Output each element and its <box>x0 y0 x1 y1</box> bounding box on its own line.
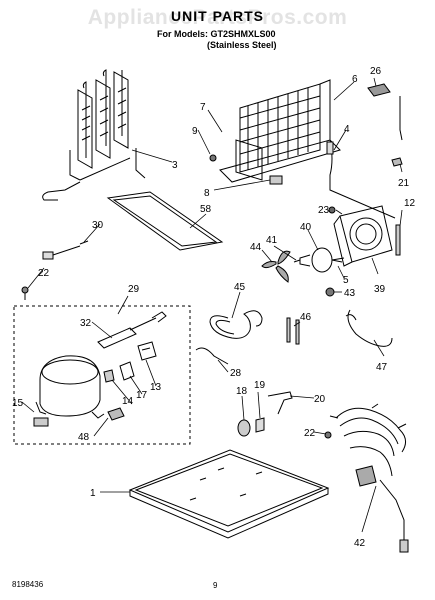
overload-13 <box>103 369 115 383</box>
clip-12 <box>137 341 157 361</box>
watermark-text: AppliancePartsPros.com <box>87 6 348 29</box>
callout-19: 21 <box>398 178 410 189</box>
diagram-title: UNIT PARTS <box>171 8 264 24</box>
pin-45 <box>286 317 300 345</box>
callout-46: 45 <box>234 282 246 293</box>
callout-58: 58 <box>200 204 212 215</box>
callout-15: 17 <box>136 390 148 401</box>
callout-8: 8 <box>204 188 210 199</box>
tube-46 <box>209 310 263 339</box>
grommet-17 <box>237 419 251 437</box>
motor-shaft-43 <box>293 259 301 263</box>
base-plate <box>128 449 330 539</box>
callout-17: 18 <box>236 386 248 397</box>
drain-pan <box>106 191 224 251</box>
wiring-harness <box>329 403 409 553</box>
callout-30: 30 <box>92 220 104 231</box>
callout-9: 9 <box>192 126 198 137</box>
callout-41: 43 <box>344 288 356 299</box>
hose-47 <box>345 309 393 347</box>
fan-motor <box>299 247 345 273</box>
screw-20 <box>21 286 29 300</box>
callout-10: 12 <box>404 198 416 209</box>
bolt-18 <box>255 417 265 433</box>
callout-47: 47 <box>376 362 388 373</box>
callout-28: 29 <box>128 284 140 295</box>
cover-15 <box>119 361 135 381</box>
callout-6: 5 <box>343 275 349 286</box>
callout-18: 19 <box>254 380 266 391</box>
callout-7: 7 <box>200 102 206 113</box>
variant-line: (Stainless Steel) <box>207 40 277 50</box>
callout-20: 22 <box>38 268 50 279</box>
screw-9 <box>209 154 217 162</box>
evaporator-coil <box>219 79 341 183</box>
sensor-4 <box>326 139 396 219</box>
models-line: For Models: GT2SHMXLS00 <box>157 29 276 39</box>
callout-44: 44 <box>250 242 262 253</box>
callout-22: 26 <box>370 66 382 77</box>
thermistor-22 <box>367 83 403 141</box>
relay-29 <box>97 311 167 349</box>
connector-19 <box>391 157 403 167</box>
callout-42: 42 <box>354 538 366 549</box>
callout-39: 39 <box>374 284 386 295</box>
clip-6 <box>331 259 343 263</box>
wire-connector <box>42 240 89 260</box>
hose-26 <box>195 347 229 365</box>
callout-45: 46 <box>300 312 312 323</box>
callout-5: 6 <box>352 74 358 85</box>
leader-lines <box>21 77 403 533</box>
callout-14: 15 <box>12 398 24 409</box>
callout-12: 13 <box>150 382 162 393</box>
callout-48: 20 <box>314 394 326 405</box>
heater-10 <box>395 224 401 256</box>
compressor <box>33 355 105 427</box>
nut-41 <box>325 287 335 297</box>
clip-8 <box>269 175 283 185</box>
callout-32: 48 <box>78 432 90 443</box>
callout-26: 28 <box>230 368 242 379</box>
callout-29: 32 <box>80 318 92 329</box>
bracket-48 <box>267 391 293 415</box>
callout-40: 40 <box>300 222 312 233</box>
callout-1: 1 <box>90 488 96 499</box>
condenser-coil <box>42 69 146 201</box>
fan-blade <box>261 250 291 283</box>
document-number: 8198436 <box>12 580 44 589</box>
callout-43: 41 <box>266 235 278 246</box>
callout-23: 23 <box>318 205 330 216</box>
page-number: 9 <box>213 581 218 590</box>
callout-4: 4 <box>344 124 350 135</box>
fan-shroud <box>333 205 393 267</box>
compressor-group-box <box>13 305 191 445</box>
grommet-32 <box>107 407 125 421</box>
screw-23 <box>328 206 336 214</box>
screw-21 <box>324 431 332 439</box>
callout-labels: 3 7 9 6 4 26 21 8 58 30 22 23 12 40 41 4… <box>12 66 416 549</box>
callout-21: 22 <box>304 428 316 439</box>
callout-3: 3 <box>172 160 178 171</box>
callout-13: 14 <box>122 396 134 407</box>
